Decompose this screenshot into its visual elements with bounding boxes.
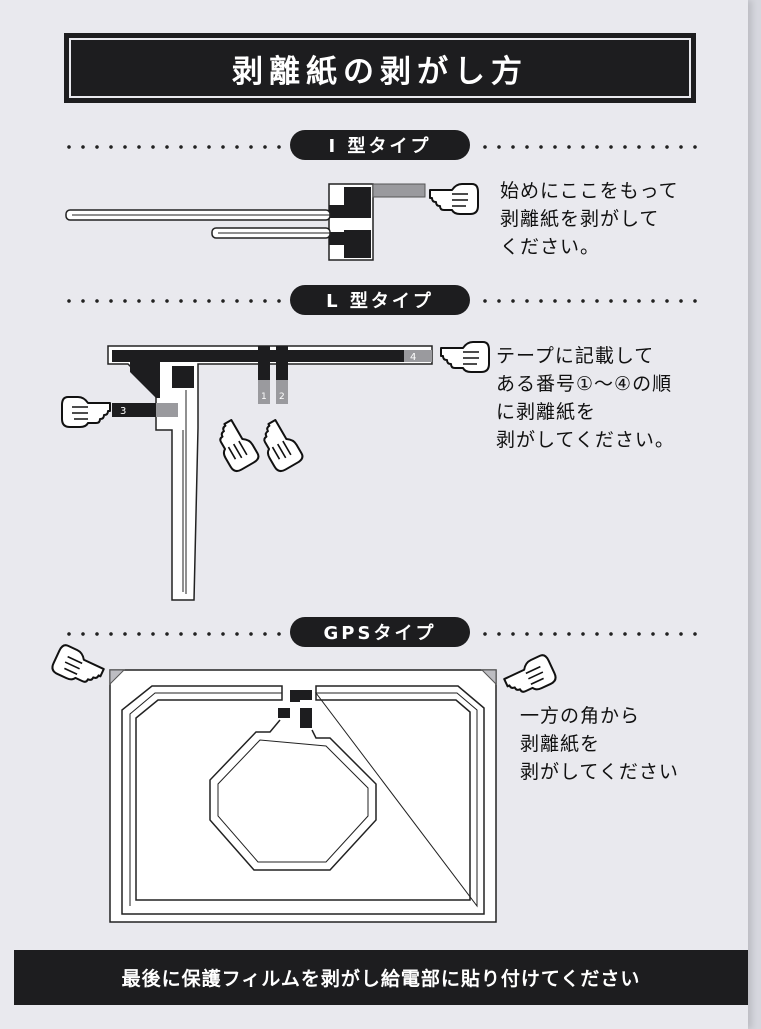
section-label-l-type: L 型タイプ [290, 285, 470, 315]
gps-type-antenna [109, 669, 497, 923]
dotted-divider [62, 299, 286, 303]
dotted-divider [478, 299, 700, 303]
tab-number-1: 1 [261, 392, 267, 402]
l-type-antenna: 4 3 1 2 [107, 345, 433, 601]
instruction-line: 剥がしてください。 [496, 429, 675, 451]
gps-type-instructions: 一方の角から 剥離紙を 剥がしてください [520, 702, 679, 786]
instruction-line: 始めにここをもって [500, 180, 679, 202]
title-banner: 剥離紙の剥がし方 [64, 33, 696, 103]
dotted-divider [478, 145, 700, 149]
pointing-hand-icon [440, 341, 490, 373]
pointing-hand-icon [209, 416, 262, 475]
dotted-divider [478, 632, 700, 636]
footer-banner: 最後に保護フィルムを剥がし給電部に貼り付けてください [14, 950, 748, 1005]
instruction-line: ください。 [500, 236, 601, 258]
instruction-line: 一方の角から [520, 705, 641, 727]
l-type-instructions: テープに記載して ある番号①～④の順 に剥離紙を 剥がしてください。 [496, 342, 675, 454]
page-title: 剥離紙の剥がし方 [69, 38, 691, 98]
instruction-line: 剥離紙を [520, 733, 601, 755]
dotted-divider [62, 632, 286, 636]
instruction-line: に剥離紙を [496, 401, 597, 423]
i-type-antenna [65, 183, 426, 261]
pointing-hand-icon [500, 652, 559, 702]
tab-number-4: 4 [410, 352, 416, 363]
i-type-instructions: 始めにここをもって 剥離紙を剥がして ください。 [500, 177, 679, 261]
pointing-hand-icon [61, 396, 111, 428]
instruction-line: 剥がしてください [520, 761, 679, 783]
pointing-hand-icon [429, 183, 479, 215]
pointing-hand-icon [49, 642, 108, 692]
section-label-i-type: I 型タイプ [290, 130, 470, 160]
instruction-line: 剥離紙を剥がして [500, 208, 660, 230]
pointing-hand-icon [253, 416, 306, 475]
instruction-line: ある番号①～④の順 [496, 373, 673, 395]
section-label-gps-type: GPSタイプ [290, 617, 470, 647]
dotted-divider [62, 145, 286, 149]
instruction-line: テープに記載して [496, 345, 655, 367]
tab-number-3: 3 [120, 406, 126, 417]
tab-number-2: 2 [279, 392, 285, 402]
